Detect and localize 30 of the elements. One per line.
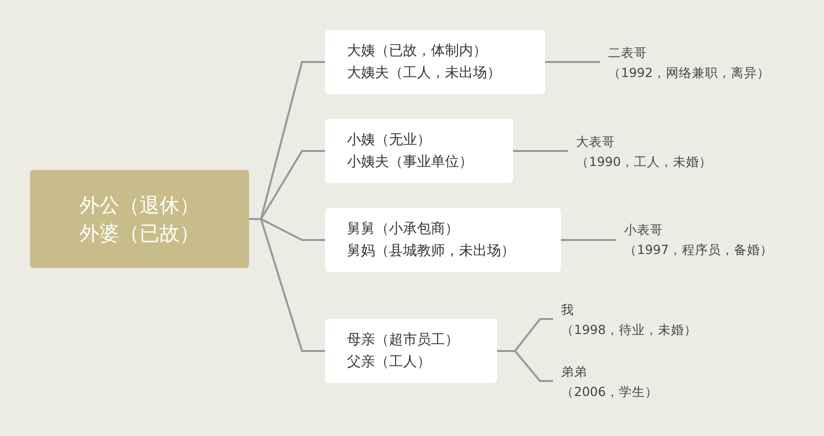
member-text: 舅舅（小承包商） bbox=[347, 220, 460, 239]
child-text: 我 bbox=[561, 301, 575, 319]
family-box bbox=[325, 30, 545, 94]
child-text: （1992，网络兼职，离异） bbox=[608, 64, 771, 82]
member-text: 母亲（超市员工） bbox=[347, 331, 460, 350]
member-text: 父亲（工人） bbox=[347, 353, 432, 372]
family-box bbox=[325, 208, 561, 272]
member-text: 小姨（无业） bbox=[347, 131, 432, 150]
member-text: 外婆（已故） bbox=[80, 220, 200, 247]
connector-line bbox=[249, 218, 325, 352]
connector-line bbox=[561, 239, 616, 241]
child-text: 小表哥 bbox=[624, 221, 664, 239]
child-text: （1990，工人，未婚） bbox=[576, 153, 713, 171]
member-text: 小姨夫（事业单位） bbox=[347, 153, 474, 172]
child-text: （1998，待业，未婚） bbox=[561, 321, 698, 339]
root-box bbox=[30, 170, 249, 268]
child-text: （1997，程序员，备婚） bbox=[624, 241, 774, 259]
connector-line bbox=[545, 61, 600, 63]
child-text: 大表哥 bbox=[576, 133, 616, 151]
member-text: 舅妈（县城教师，未出场） bbox=[347, 242, 516, 261]
family-box bbox=[325, 119, 513, 183]
member-text: 外公（退休） bbox=[80, 192, 200, 219]
connector-line bbox=[513, 150, 568, 152]
child-text: （2006，学生） bbox=[561, 383, 659, 401]
member-text: 大姨夫（工人，未出场） bbox=[347, 64, 502, 83]
child-text: 弟弟 bbox=[561, 363, 588, 381]
child-text: 二表哥 bbox=[608, 44, 648, 62]
member-text: 大姨（已故，体制内） bbox=[347, 42, 488, 61]
connector-line bbox=[497, 350, 553, 382]
family-box bbox=[325, 319, 497, 383]
